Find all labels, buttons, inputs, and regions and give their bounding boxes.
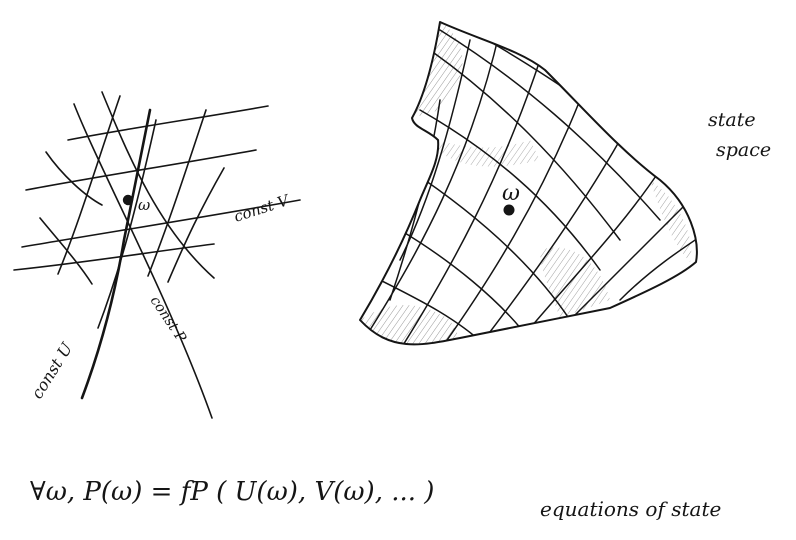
grid-line-b9 [389, 99, 441, 301]
state-space-surface: ω state space [359, 21, 771, 346]
grid-line-a6 [399, 229, 531, 341]
grid-line-b1 [369, 29, 501, 331]
grid-line-b2 [399, 59, 541, 345]
point-label-omega-right: ω [502, 181, 520, 206]
surface-outline [359, 21, 698, 346]
grid-line-b8 [399, 39, 471, 261]
state-point-omega-right [503, 204, 515, 216]
const-v-curve-2 [25, 149, 257, 191]
state-point-omega-left [122, 194, 134, 206]
const-p-curve-3 [39, 217, 93, 285]
grid-line-a1 [429, 49, 621, 241]
grid-line-a9 [539, 39, 697, 151]
label-const-p: const P [147, 293, 190, 346]
surface-shading [360, 22, 692, 345]
const-v-curve-3 [21, 199, 301, 248]
grid-line-a2 [439, 29, 661, 221]
grid-line-b4 [479, 139, 621, 345]
const-u-highlighted-curve [80, 108, 152, 400]
label-const-v: const V [232, 191, 293, 226]
const-p-curve-4 [73, 103, 213, 419]
const-v-curve-1 [67, 105, 269, 141]
const-v-curve-4 [13, 243, 215, 271]
const-p-curve-2 [45, 151, 103, 206]
grid-line-a3 [469, 29, 697, 201]
surface-grid [369, 29, 697, 345]
grid-line-b5 [519, 169, 661, 341]
const-u-curve-1 [57, 95, 121, 275]
grid-line-b3 [439, 99, 581, 345]
equation-of-state-formula: ∀ω, P(ω) = fP ( U(ω), V(ω), ... ) [30, 477, 434, 507]
label-const-u: const U [27, 339, 76, 402]
state-space-label-line1: state [708, 109, 756, 131]
const-u-curve-2 [97, 119, 157, 329]
state-space-label-line2: space [716, 139, 771, 161]
caption-equations-of-state: equations of state [540, 497, 721, 521]
left-curve-grid: ω const V const U const P [13, 91, 301, 419]
grid-line-a5 [409, 169, 571, 321]
grid-line-b7 [619, 229, 697, 301]
const-u-curve-4 [167, 167, 225, 283]
grid-line-a4 [419, 109, 601, 271]
grid-line-b6 [569, 199, 691, 321]
const-u-curve-3 [147, 109, 207, 277]
point-label-omega-left: ω [138, 196, 150, 214]
